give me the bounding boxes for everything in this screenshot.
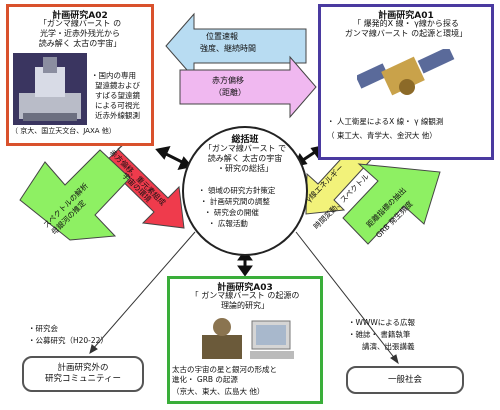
central-board-circle: 総括班 「ガンマ線バースト で 読み解く 太古の宇宙 ・研究の総括」 ・ 領域の…	[182, 126, 308, 256]
right-green-arrow	[342, 163, 441, 245]
a03-body-2: 進化・ GRB の起源	[172, 375, 238, 384]
community-bullet-2: ・公募研究（H20-22）	[28, 336, 108, 345]
ir-arrow-label-1: 赤方偏移	[212, 76, 244, 85]
a01-subtitle-1: 「 爆発的X 線・ γ線から探る	[353, 19, 459, 28]
a02-title: 計画研究A02	[52, 11, 108, 21]
center-subtitle-3: ・研究の総括」	[217, 164, 273, 173]
a02-subtitle-2: 光学・近赤外残光から	[40, 29, 120, 38]
top-arrow-label-1: 位置速報	[206, 32, 238, 41]
a03-subtitle-1: 「 ガンマ線バースト の起源の	[190, 291, 300, 300]
center-item-1: ・ 領域の研究方針策定	[198, 186, 276, 195]
a03-members: （京大、東大、広島大 他）	[172, 387, 265, 396]
a02-subtitle-1: 「ガンマ線バースト の	[38, 19, 122, 28]
a02-bullet-3: すばる望遠鏡	[95, 91, 140, 100]
center-title: 総括班	[231, 135, 259, 145]
a03-body-1: 太古の宇宙の星と銀河の形成と	[172, 365, 277, 374]
top-arrow-label-2: 強度、継続時間	[200, 44, 256, 53]
a02-bullet-1: ・国内の専用	[91, 71, 136, 80]
a03-title: 計画研究A03	[217, 283, 273, 293]
a02-bullet-5: 近赤外線観測	[95, 111, 140, 120]
community-box-line-2: 研究コミュニティー	[45, 374, 121, 384]
community-bullet-1: ・研究会	[28, 324, 58, 333]
a02-subtitle-3: 読み解く 太古の宇宙」	[38, 39, 122, 48]
a01-subtitle-2: ガンマ線バースト の起源と環境」	[344, 29, 468, 38]
center-item-3: ・ 研究会の開催	[204, 208, 259, 217]
a03-subtitle-2: 理論的研究」	[221, 301, 269, 310]
connector-lines	[89, 231, 399, 365]
public-bullet-1: ・WWWによる広報	[348, 318, 416, 327]
satellite-image	[357, 49, 455, 96]
center-item-2: ・ 計画研究間の調整	[200, 197, 270, 206]
a01-box: 計画研究A01 「 爆発的X 線・ γ線から探る ガンマ線バースト の起源と環境…	[318, 4, 494, 160]
community-box-line-1: 計画研究外の	[57, 363, 109, 374]
a01-members: （ 東工大、青学大、金沢大 他）	[327, 131, 437, 140]
a02-members: （ 京大、国立天文台、JAXA 他）	[11, 127, 116, 135]
a02-bullet-2: 望遠鏡および	[95, 81, 140, 90]
a03-box: 計画研究A03 「 ガンマ線バースト の起源の 理論的研究」 太古の宇宙の星と銀…	[167, 276, 323, 404]
center-subtitle-1: 「ガンマ線バースト で	[203, 144, 287, 153]
general-public-box: 一般社会	[346, 366, 464, 394]
thinker-computer-image	[202, 318, 294, 359]
telescope-image	[13, 53, 87, 125]
public-bullet-3: 講演、出張講義	[362, 342, 415, 351]
redshift-arrow	[179, 55, 317, 119]
a01-bullet-1: ・ 人工衛星によるX 線・ γ 線観測	[327, 117, 444, 126]
research-community-box: 計画研究外の 研究コミュニティー	[22, 356, 144, 392]
ir-arrow-label-2: （距離）	[214, 88, 246, 97]
a02-box: 計画研究A02 「ガンマ線バースト の 光学・近赤外残光から 読み解く 太古の宇…	[6, 4, 154, 146]
public-box-label: 一般社会	[387, 374, 422, 385]
public-bullet-2: ・雑誌・ 書籍執筆	[348, 330, 411, 339]
center-subtitle-2: 読み解く 太古の宇宙	[207, 154, 283, 163]
left-green-arrow	[19, 149, 131, 241]
a01-title: 計画研究A01	[378, 11, 434, 21]
a02-bullet-4: による可視光	[95, 101, 140, 110]
center-item-4: ・ 広報活動	[208, 219, 248, 228]
